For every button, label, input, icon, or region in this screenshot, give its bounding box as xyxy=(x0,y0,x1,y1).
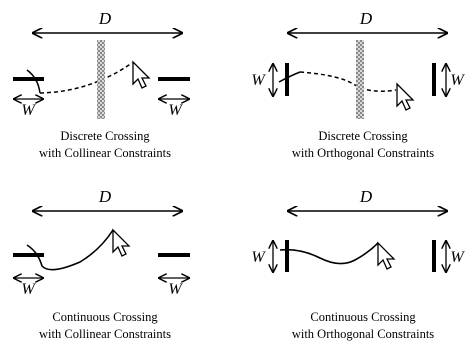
caption-continuous-orthogonal: Continuous Crossing with Orthogonal Cons… xyxy=(246,309,467,343)
caption-continuous-collinear: Continuous Crossing with Collinear Const… xyxy=(0,309,222,343)
caption-line: with Collinear Constraints xyxy=(39,146,171,160)
caption-line: with Orthogonal Constraints xyxy=(291,327,435,341)
caption-line: Discrete Crossing xyxy=(60,129,150,143)
cursor-icon xyxy=(132,61,150,89)
distance-label: D xyxy=(98,187,112,206)
panel-continuous-collinear: D W W xyxy=(13,187,190,298)
crossing-path xyxy=(299,71,397,92)
crossing-path xyxy=(26,69,41,94)
crossing-path xyxy=(278,71,301,83)
caption-line: Continuous Crossing xyxy=(52,310,158,324)
crossing-path xyxy=(39,62,133,94)
distance-label: D xyxy=(359,187,373,206)
width-label: W xyxy=(21,102,36,119)
caption-line: Continuous Crossing xyxy=(310,310,416,324)
cursor-icon xyxy=(396,83,414,111)
width-label: W xyxy=(168,281,183,298)
width-label: W xyxy=(21,281,36,298)
panel-discrete-collinear: D W W xyxy=(13,9,190,119)
panel-continuous-orthogonal: D W W xyxy=(251,187,465,272)
caption-discrete-collinear: Discrete Crossing with Collinear Constra… xyxy=(0,128,222,162)
caption-discrete-orthogonal: Discrete Crossing with Orthogonal Constr… xyxy=(246,128,467,162)
crossing-path xyxy=(26,229,114,271)
distance-label: D xyxy=(359,9,373,28)
barrier xyxy=(356,40,364,119)
width-label: W xyxy=(450,249,465,266)
width-label: W xyxy=(251,249,266,266)
cursor-icon xyxy=(112,229,130,257)
distance-label: D xyxy=(98,9,112,28)
barrier xyxy=(97,40,105,119)
caption-line: with Collinear Constraints xyxy=(39,327,171,341)
cursor-icon xyxy=(377,242,395,270)
crossing-path xyxy=(279,242,379,265)
panel-discrete-orthogonal: D W W xyxy=(251,9,465,119)
width-label: W xyxy=(251,72,266,89)
caption-line: with Orthogonal Constraints xyxy=(291,146,435,160)
width-label: W xyxy=(168,102,183,119)
caption-line: Discrete Crossing xyxy=(318,129,408,143)
width-label: W xyxy=(450,72,465,89)
